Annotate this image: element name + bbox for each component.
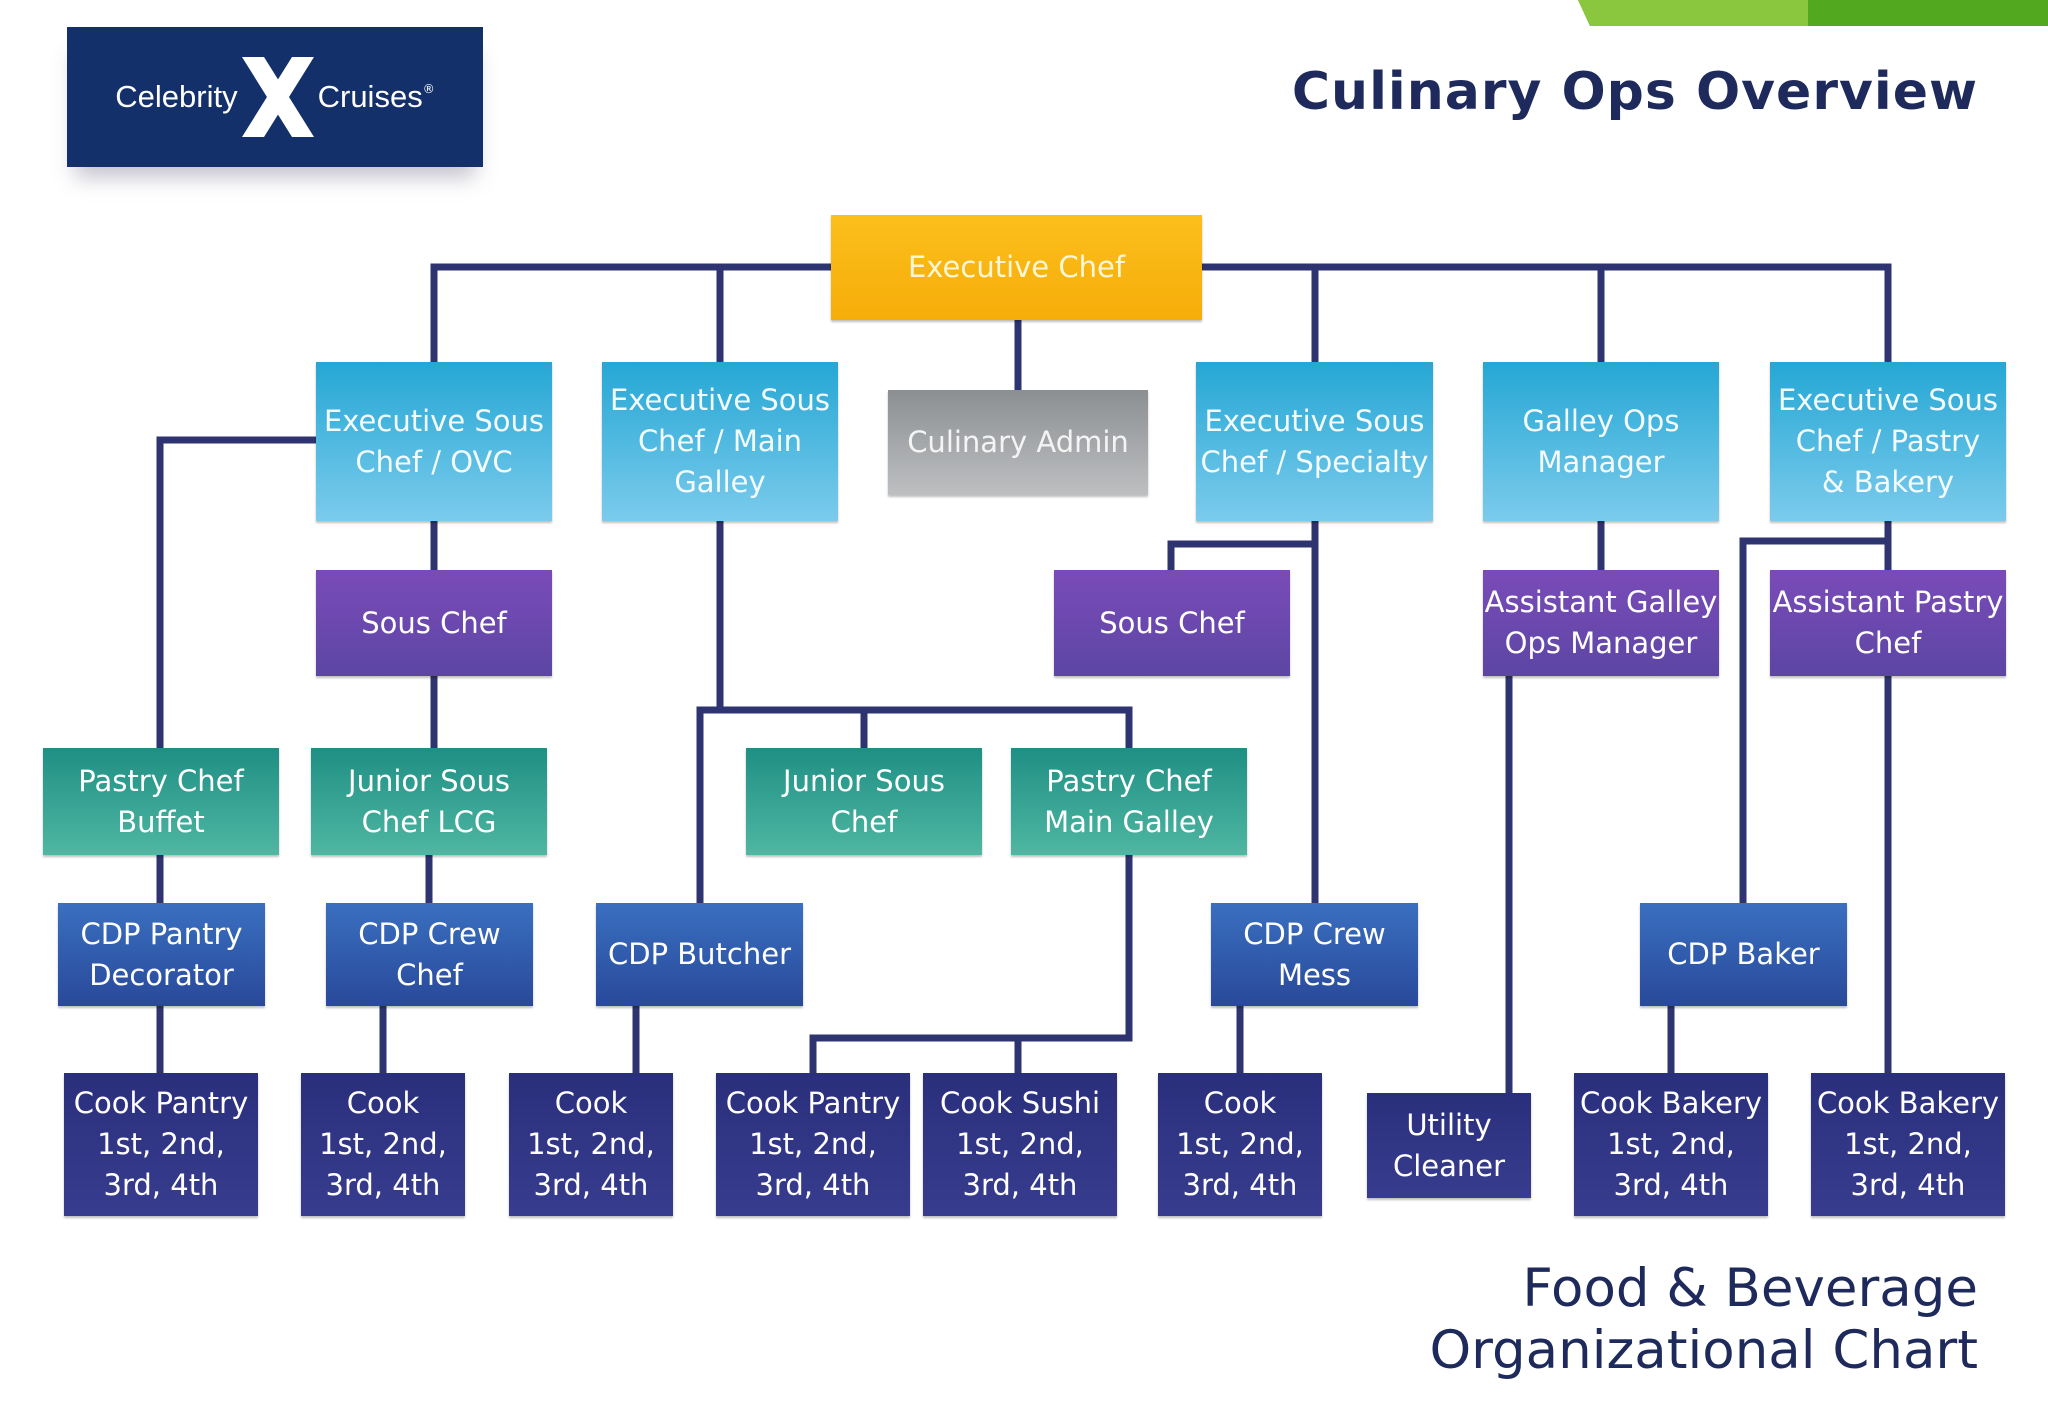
box-cook-pantry-buffet: Cook Pantry 1st, 2nd, 3rd, 4th <box>64 1073 258 1216</box>
footer-caption: Food & Beverage Organizational Chart <box>1429 1258 1978 1382</box>
box-sous-chef-specialty: Sous Chef <box>1054 570 1290 676</box>
box-cook-bakery-pastry: Cook Bakery 1st, 2nd, 3rd, 4th <box>1811 1073 2005 1216</box>
footer-line-2: Organizational Chart <box>1429 1320 1978 1381</box>
connector-specialty-to-sous <box>1167 540 1319 574</box>
box-utility-cleaner: Utility Cleaner <box>1367 1093 1531 1198</box>
connector-exec-to-right-execs <box>1198 263 1892 366</box>
logo-registered-mark: ® <box>422 82 435 96</box>
connector-pastry-to-baker <box>1739 537 1892 907</box>
box-executive-sous-chef-main-galley: Executive Sous Chef / Main Galley <box>602 362 838 521</box>
box-cook-bakery-baker: Cook Bakery 1st, 2nd, 3rd, 4th <box>1574 1073 1768 1216</box>
box-assistant-galley-ops-manager: Assistant Galley Ops Manager <box>1483 570 1719 676</box>
box-cdp-pantry-decorator: CDP Pantry Decorator <box>58 903 265 1006</box>
box-executive-sous-chef-pastry-bakery: Executive Sous Chef / Pastry & Bakery <box>1770 362 2006 521</box>
box-cook-lcg: Cook 1st, 2nd, 3rd, 4th <box>301 1073 465 1216</box>
celebrity-cruises-logo: Celebrity Cruises ® <box>67 27 483 167</box>
connector-pastry-main-to-cooks <box>809 851 1133 1077</box>
box-galley-ops-manager: Galley Ops Manager <box>1483 362 1719 521</box>
box-cdp-butcher: CDP Butcher <box>596 903 803 1006</box>
box-cdp-baker: CDP Baker <box>1640 903 1847 1006</box>
box-cdp-crew-chef: CDP Crew Chef <box>326 903 533 1006</box>
box-pastry-chef-main-galley: Pastry Chef Main Galley <box>1011 748 1247 855</box>
logo-word-left: Celebrity <box>115 79 238 114</box>
box-executive-sous-chef-ovc: Executive Sous Chef / OVC <box>316 362 552 521</box>
box-cook-pantry-main: Cook Pantry 1st, 2nd, 3rd, 4th <box>716 1073 910 1216</box>
box-junior-sous-chef: Junior Sous Chef <box>746 748 982 855</box>
box-cook-sushi: Cook Sushi 1st, 2nd, 3rd, 4th <box>923 1073 1117 1216</box>
box-executive-chef: Executive Chef <box>831 215 1202 320</box>
box-junior-sous-chef-lcg: Junior Sous Chef LCG <box>311 748 547 855</box>
logo-word-right: Cruises <box>317 79 423 114</box>
box-pastry-chef-buffet: Pastry Chef Buffet <box>43 748 279 855</box>
footer-line-1: Food & Beverage <box>1522 1258 1978 1319</box>
connector-junior-bus <box>696 706 1133 752</box>
connector-ovc-to-buffet <box>156 436 320 752</box>
box-cook-crew-mess: Cook 1st, 2nd, 3rd, 4th <box>1158 1073 1322 1216</box>
box-executive-sous-chef-specialty: Executive Sous Chef / Specialty <box>1196 362 1433 521</box>
corner-decoration <box>1578 0 2048 26</box>
connector-exec-to-left-execs <box>430 263 835 366</box>
box-sous-chef-ovc: Sous Chef <box>316 570 552 676</box>
box-culinary-admin: Culinary Admin <box>888 390 1148 495</box>
logo-x-mark <box>241 57 314 137</box>
page-title: Culinary Ops Overview <box>1291 62 1978 122</box>
box-assistant-pastry-chef: Assistant Pastry Chef <box>1770 570 2006 676</box>
box-cdp-crew-mess: CDP Crew Mess <box>1211 903 1418 1006</box>
box-cook-butcher: Cook 1st, 2nd, 3rd, 4th <box>509 1073 673 1216</box>
